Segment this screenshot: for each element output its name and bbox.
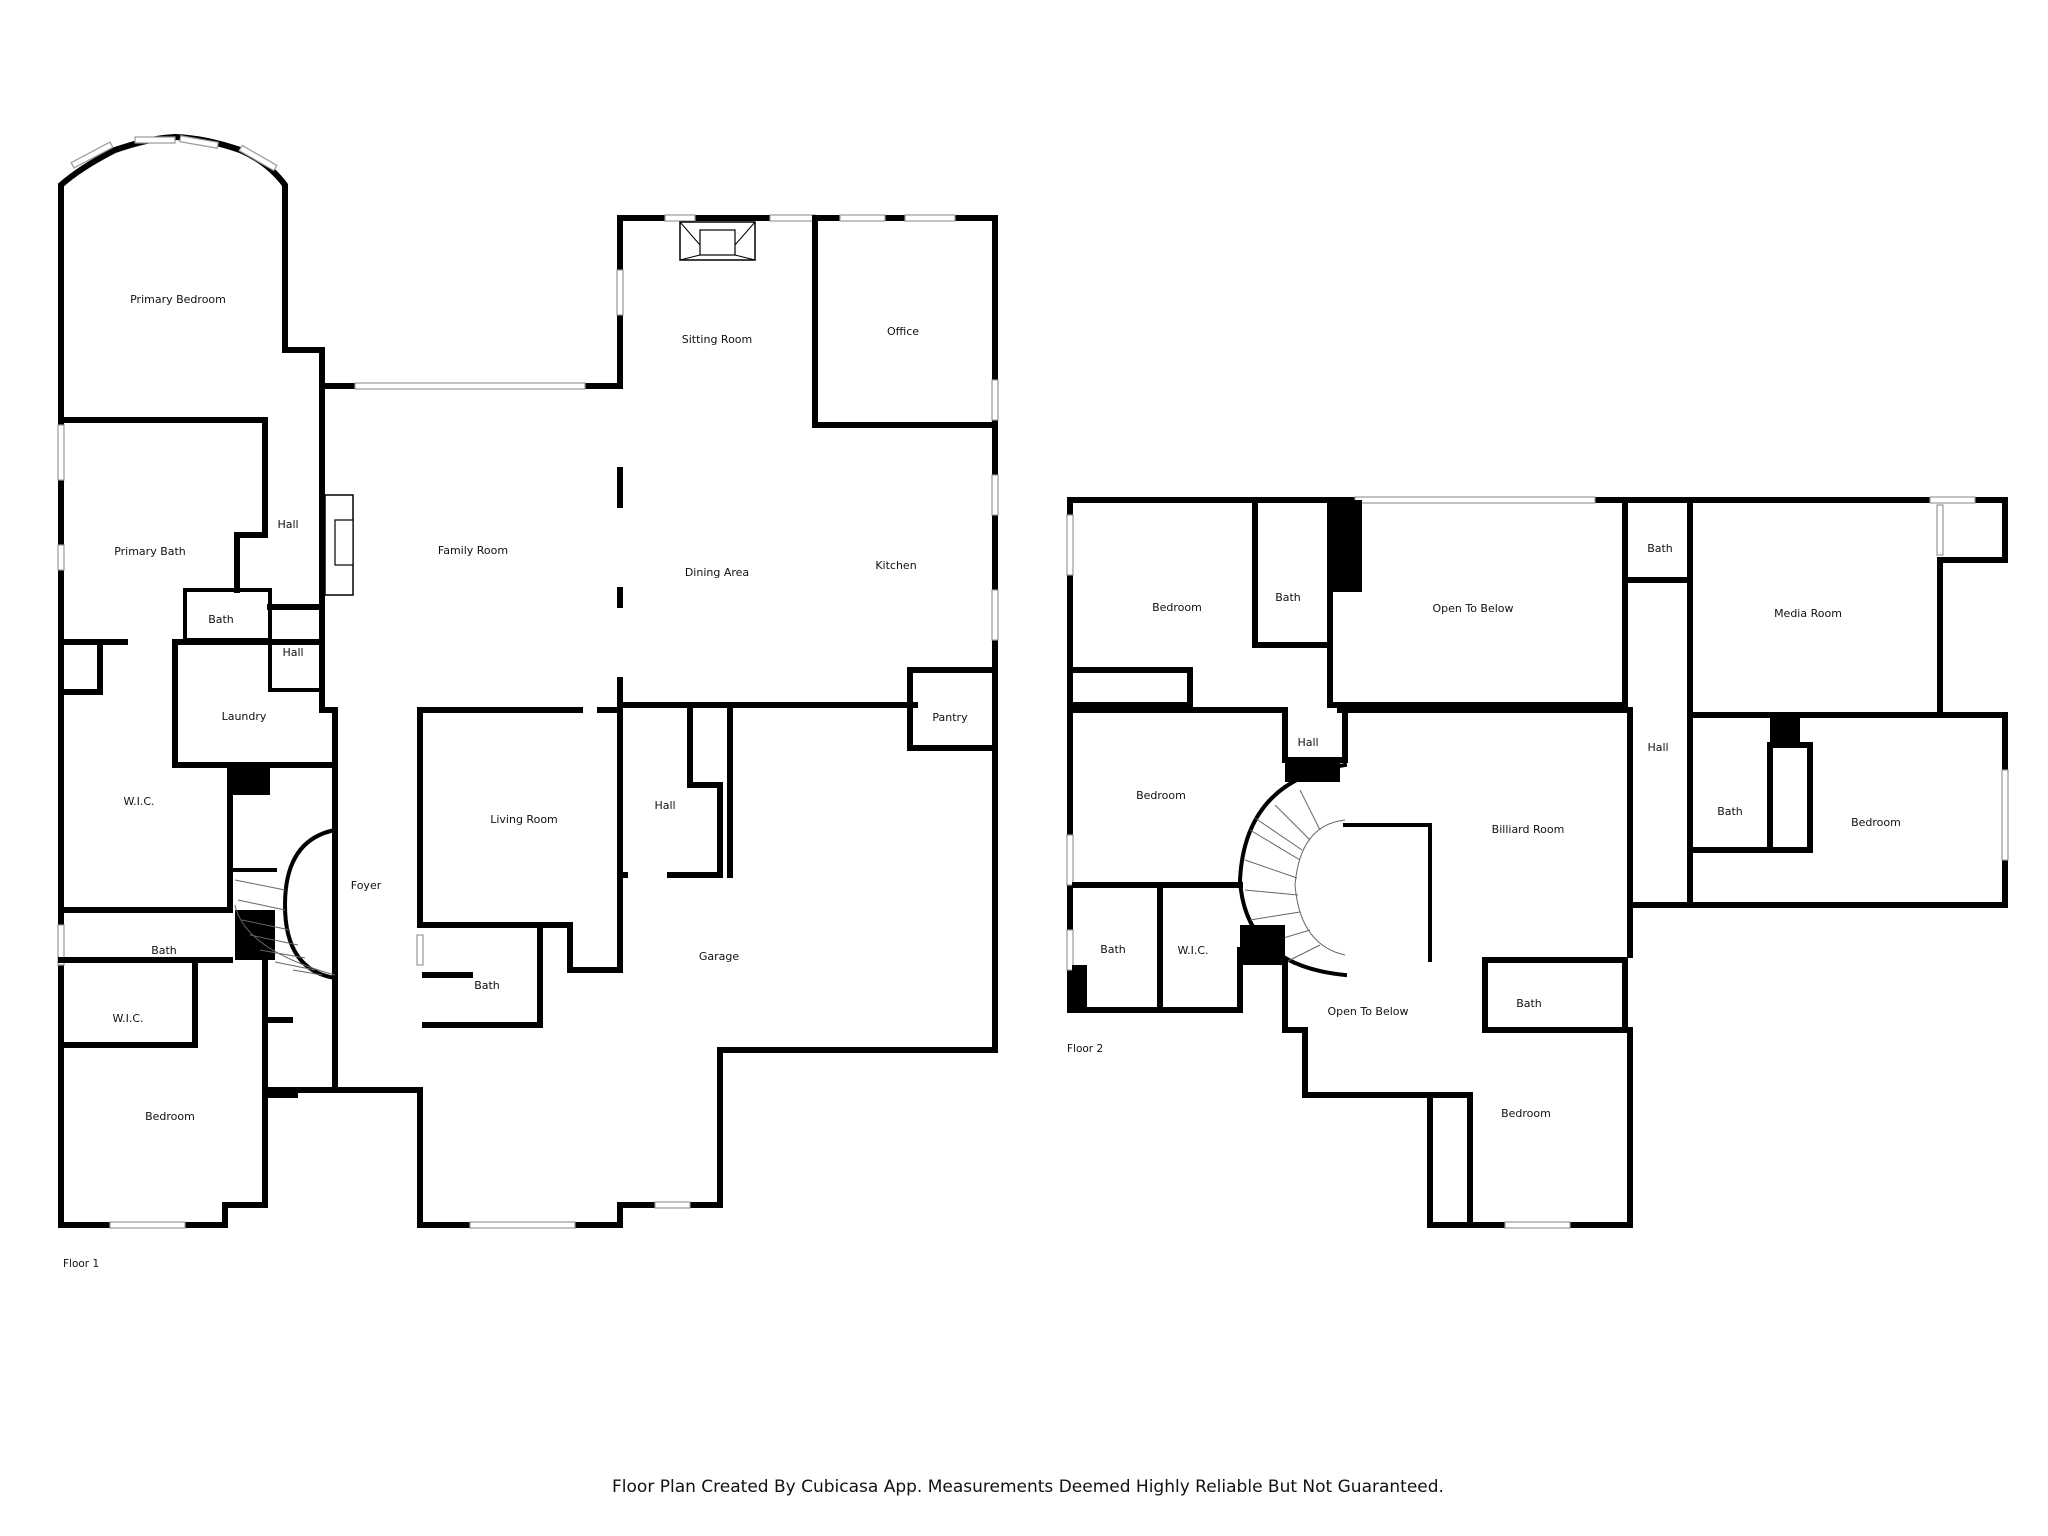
room-label: Bath bbox=[1275, 591, 1301, 604]
room-label: Bath bbox=[1717, 805, 1743, 818]
room-label: Bedroom bbox=[1501, 1107, 1551, 1120]
room-label: Kitchen bbox=[875, 559, 916, 572]
room-label: Hall bbox=[654, 799, 675, 812]
room-label: Media Room bbox=[1774, 607, 1842, 620]
room-label: Foyer bbox=[351, 879, 382, 892]
room-label: Bath bbox=[151, 944, 177, 957]
footer-disclaimer: Floor Plan Created By Cubicasa App. Meas… bbox=[612, 1477, 1444, 1497]
room-label: Bedroom bbox=[1851, 816, 1901, 829]
room-label: Primary Bedroom bbox=[130, 293, 226, 306]
room-label: Billiard Room bbox=[1492, 823, 1565, 836]
room-label: Office bbox=[887, 325, 919, 338]
room-label: Hall bbox=[1647, 741, 1668, 754]
room-label: Family Room bbox=[438, 544, 508, 557]
room-label: Sitting Room bbox=[682, 333, 753, 346]
room-label: Open To Below bbox=[1432, 602, 1513, 615]
fireplace-family-room bbox=[324, 494, 354, 596]
room-label: Primary Bath bbox=[114, 545, 186, 558]
room-labels: Primary Bedroom Hall Primary Bath Family… bbox=[112, 293, 1900, 1123]
room-label: Laundry bbox=[222, 710, 267, 723]
room-label: W.I.C. bbox=[123, 795, 154, 808]
room-label: Open To Below bbox=[1327, 1005, 1408, 1018]
room-label: Pantry bbox=[932, 711, 968, 724]
room-label: Bath bbox=[474, 979, 500, 992]
room-label: Bath bbox=[1516, 997, 1542, 1010]
room-label: Hall bbox=[282, 646, 303, 659]
floor-2-label: Floor 2 bbox=[1067, 1043, 1103, 1055]
floor-2-stair bbox=[1237, 762, 1348, 978]
room-label: Garage bbox=[699, 950, 740, 963]
room-label: Hall bbox=[1297, 736, 1318, 749]
room-label: Bedroom bbox=[1136, 789, 1186, 802]
room-label: W.I.C. bbox=[112, 1012, 143, 1025]
room-label: Bedroom bbox=[145, 1110, 195, 1123]
room-label: Hall bbox=[277, 518, 298, 531]
room-label: Living Room bbox=[490, 813, 558, 826]
floor-2-plan bbox=[1066, 496, 2009, 1229]
room-label: Bath bbox=[1647, 542, 1673, 555]
room-label: Bath bbox=[1100, 943, 1126, 956]
room-label: Bedroom bbox=[1152, 601, 1202, 614]
room-label: W.I.C. bbox=[1177, 944, 1208, 957]
floor-1-stair bbox=[231, 827, 338, 981]
floor-1-label: Floor 1 bbox=[63, 1258, 99, 1270]
floor-1-plan bbox=[57, 133, 999, 1229]
room-label: Bath bbox=[208, 613, 234, 626]
room-label: Dining Area bbox=[685, 566, 749, 579]
bay-windows bbox=[70, 135, 278, 172]
fireplace-sitting-room bbox=[679, 221, 756, 261]
